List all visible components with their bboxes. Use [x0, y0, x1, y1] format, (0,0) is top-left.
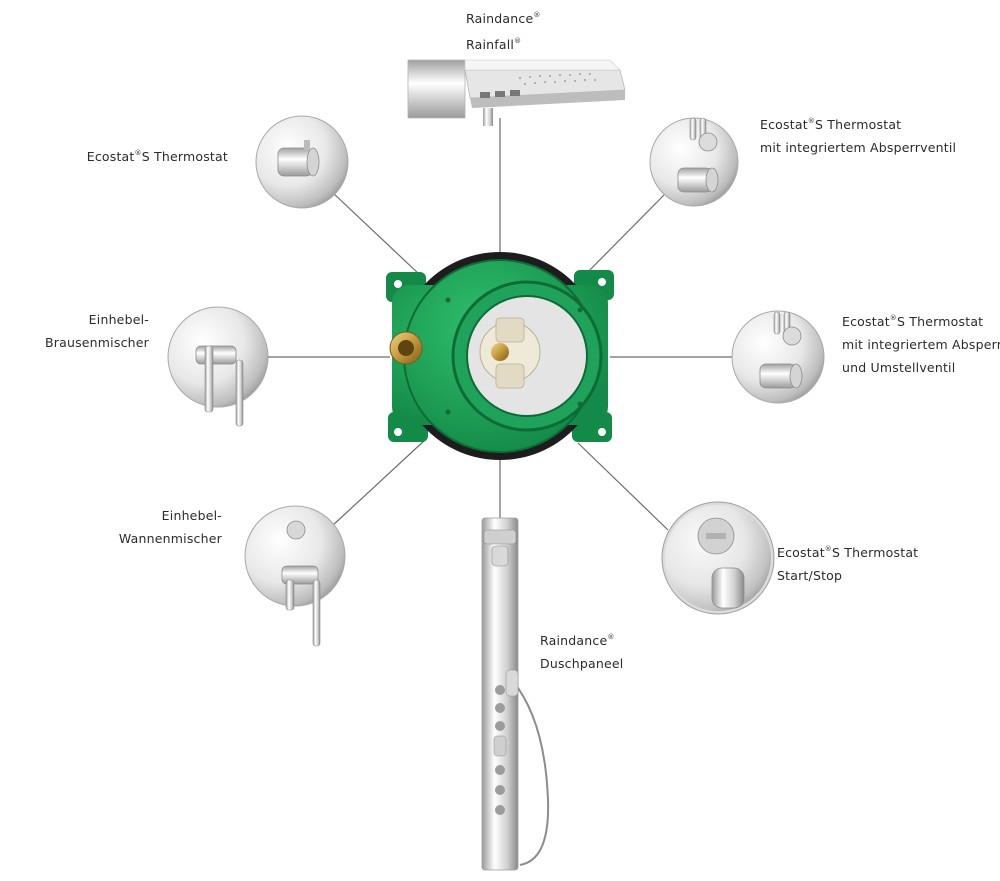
- rainfall-subtitle: Rainfall: [466, 37, 515, 52]
- ibox-central-image: [386, 252, 614, 460]
- thermostat-shutoff-suffix: S Thermostat: [815, 117, 902, 132]
- thermostat-diverter-line3: und Umstellventil: [842, 360, 956, 375]
- thermostat-shutoff-line2: mit integriertem Absperrventil: [760, 140, 957, 155]
- line-thermostat-left: [331, 191, 421, 276]
- rainfall-shower-image: [407, 59, 626, 126]
- label-wannen: Einhebel- Wannenmischer: [119, 504, 222, 550]
- thermostat-startstop-suffix: S Thermostat: [832, 545, 919, 560]
- label-thermostat-diverter: Ecostat®S Thermostat mit integriertem Ab…: [842, 307, 1000, 379]
- thermostat-diverter-prefix: Ecostat: [842, 314, 890, 329]
- brausen-line2: Brausenmischer: [44, 335, 149, 350]
- duschpaneel-subtitle: Duschpaneel: [540, 656, 624, 671]
- wannen-line2: Wannenmischer: [118, 531, 222, 546]
- line-startstop: [577, 442, 669, 531]
- thermostat-shutoff-mark: ®: [807, 117, 815, 125]
- rainfall-subtitle-mark: ®: [514, 37, 522, 45]
- thermostat-startstop-mark: ®: [824, 545, 832, 553]
- label-thermostat-startstop: Ecostat®S Thermostat Start/Stop: [777, 538, 918, 587]
- brausen-mixer-image: [167, 306, 269, 427]
- thermostat-startstop-image: [661, 501, 775, 615]
- duschpaneel-image: [481, 517, 550, 871]
- connector-lines: [268, 118, 735, 531]
- rainfall-title-mark: ®: [533, 11, 541, 19]
- line-thermostat-shutoff: [579, 194, 665, 281]
- rainfall-title: Raindance: [466, 11, 534, 26]
- duschpaneel-title-mark: ®: [607, 633, 615, 641]
- thermostat-shutoff-image: [649, 117, 739, 207]
- line-wannen: [331, 439, 426, 527]
- thermostat-left-suffix: S Thermostat: [141, 149, 228, 164]
- thermostat-startstop-line2: Start/Stop: [777, 568, 843, 583]
- label-rainfall: Raindance® Rainfall®: [466, 4, 541, 56]
- thermostat-left-image: [255, 115, 349, 209]
- label-duschpaneel: Raindance® Duschpaneel: [540, 626, 623, 675]
- thermostat-diverter-mark: ®: [889, 314, 897, 322]
- thermostat-left-mark: ®: [134, 149, 142, 157]
- label-thermostat-shutoff: Ecostat®S Thermostat mit integriertem Ab…: [760, 110, 956, 159]
- thermostat-startstop-prefix: Ecostat: [777, 545, 825, 560]
- thermostat-left-prefix: Ecostat: [86, 149, 135, 164]
- wannen-mixer-image: [244, 505, 346, 647]
- brausen-line1: Einhebel-: [88, 312, 149, 327]
- label-brausen: Einhebel- Brausenmischer: [45, 308, 149, 354]
- thermostat-diverter-image: [731, 310, 825, 404]
- thermostat-diverter-suffix: S Thermostat: [897, 314, 984, 329]
- duschpaneel-title: Raindance: [540, 633, 608, 648]
- thermostat-diverter-line2: mit integriertem Absperr-: [842, 337, 1000, 352]
- wannen-line1: Einhebel-: [161, 508, 222, 523]
- label-thermostat-left: Ecostat®S Thermostat: [87, 142, 228, 168]
- thermostat-shutoff-prefix: Ecostat: [760, 117, 808, 132]
